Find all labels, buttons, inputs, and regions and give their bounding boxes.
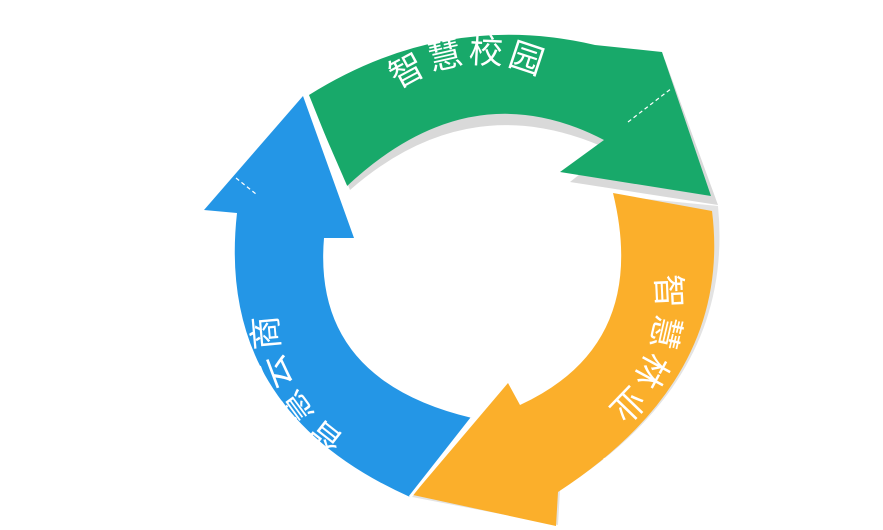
blue-arrow bbox=[204, 96, 472, 497]
decorative-dash-3 bbox=[603, 457, 607, 465]
decorative-dash-2 bbox=[235, 177, 257, 195]
green-arrow bbox=[309, 34, 711, 196]
decorative-dash-1 bbox=[627, 87, 673, 123]
green-arrow-edge bbox=[304, 94, 348, 188]
orange-arrow bbox=[413, 193, 715, 526]
blue-arrow-edge bbox=[408, 417, 474, 498]
